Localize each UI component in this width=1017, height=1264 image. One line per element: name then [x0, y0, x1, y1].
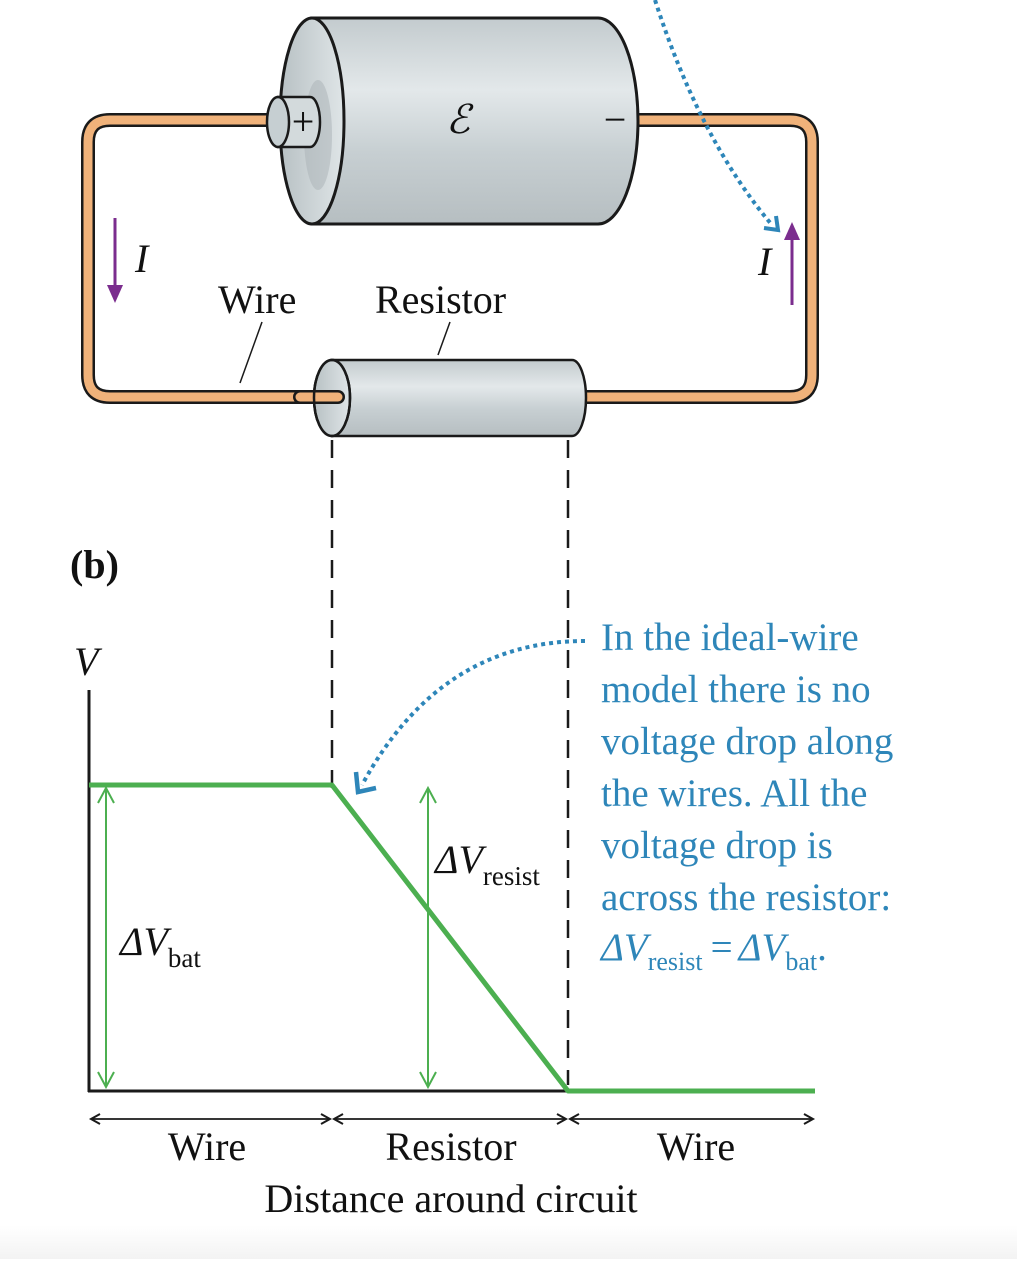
wire-label: Wire [218, 277, 296, 322]
voltage-line-group [89, 782, 815, 1094]
delta-v-resist-delta: ΔV [433, 837, 487, 882]
current-arrow-right [784, 222, 800, 305]
equation-rhs-subscript: bat [785, 947, 818, 976]
annotation-line-1: In the ideal-wire [601, 616, 859, 659]
annotation-line-2: model there is no [601, 668, 871, 711]
annotation-line-3: voltage drop along [601, 720, 893, 763]
resistor-label: Resistor [375, 277, 506, 322]
callout-arrow [353, 639, 586, 795]
delta-v-resist-label: ΔVresist [433, 837, 540, 891]
annotation-line-5: voltage drop is [601, 824, 833, 867]
x-axis-title: Distance around circuit [264, 1176, 637, 1221]
battery-emf-symbol: ℰ [446, 97, 474, 142]
segment-arrows [88, 1113, 816, 1125]
equation-lhs-delta: ΔV [599, 926, 652, 969]
delta-v-resist-subscript: resist [483, 861, 540, 891]
positive-terminal-label: + [292, 99, 315, 144]
delta-v-bat-delta: ΔV [118, 919, 172, 964]
equation-end: . [817, 926, 827, 969]
delta-v-bat-label: ΔVbat [118, 919, 201, 973]
current-label-right: I [757, 239, 773, 284]
wire-leader-line [239, 321, 263, 384]
wire-loop [81, 113, 819, 404]
annotation-line-4: the wires. All the [601, 772, 867, 815]
battery: + ℰ − [265, 16, 640, 226]
delta-v-bat-arrow [97, 785, 115, 1090]
voltage-line [89, 782, 815, 1094]
resistor [312, 358, 588, 438]
segment-arrowhead-right [320, 1113, 333, 1125]
equation-rhs-delta: ΔV [737, 926, 790, 969]
segment-arrowhead-right [556, 1113, 569, 1125]
panel-label: (b) [70, 542, 119, 587]
current-arrow-left [107, 218, 123, 303]
segment-label-resistor: Resistor [385, 1124, 516, 1169]
segment-label-wire-1: Wire [168, 1124, 246, 1169]
segment-arrowhead-left [567, 1113, 580, 1125]
annotation: In the ideal-wire model there is no volt… [599, 616, 893, 976]
segment-arrowhead-left [88, 1113, 101, 1125]
current-label-left: I [134, 236, 150, 281]
delta-v-bat-subscript: bat [168, 943, 201, 973]
resistor-leader-line [437, 321, 451, 356]
bottom-fade [0, 1225, 1017, 1259]
annotation-line-6: across the resistor: [601, 876, 891, 919]
annotation-equation: ΔVresist=ΔVbat. [599, 926, 827, 976]
segment-arrowhead-left [331, 1113, 344, 1125]
segment-arrowhead-right [803, 1113, 816, 1125]
equation-lhs-subscript: resist [648, 947, 704, 976]
negative-terminal-label: − [604, 97, 627, 142]
y-axis-label: V [74, 639, 103, 684]
callout-arrow-top [653, 0, 781, 233]
segment-label-wire-2: Wire [657, 1124, 735, 1169]
delta-v-resist-arrow [419, 785, 437, 1090]
equation-equals: = [711, 926, 733, 969]
